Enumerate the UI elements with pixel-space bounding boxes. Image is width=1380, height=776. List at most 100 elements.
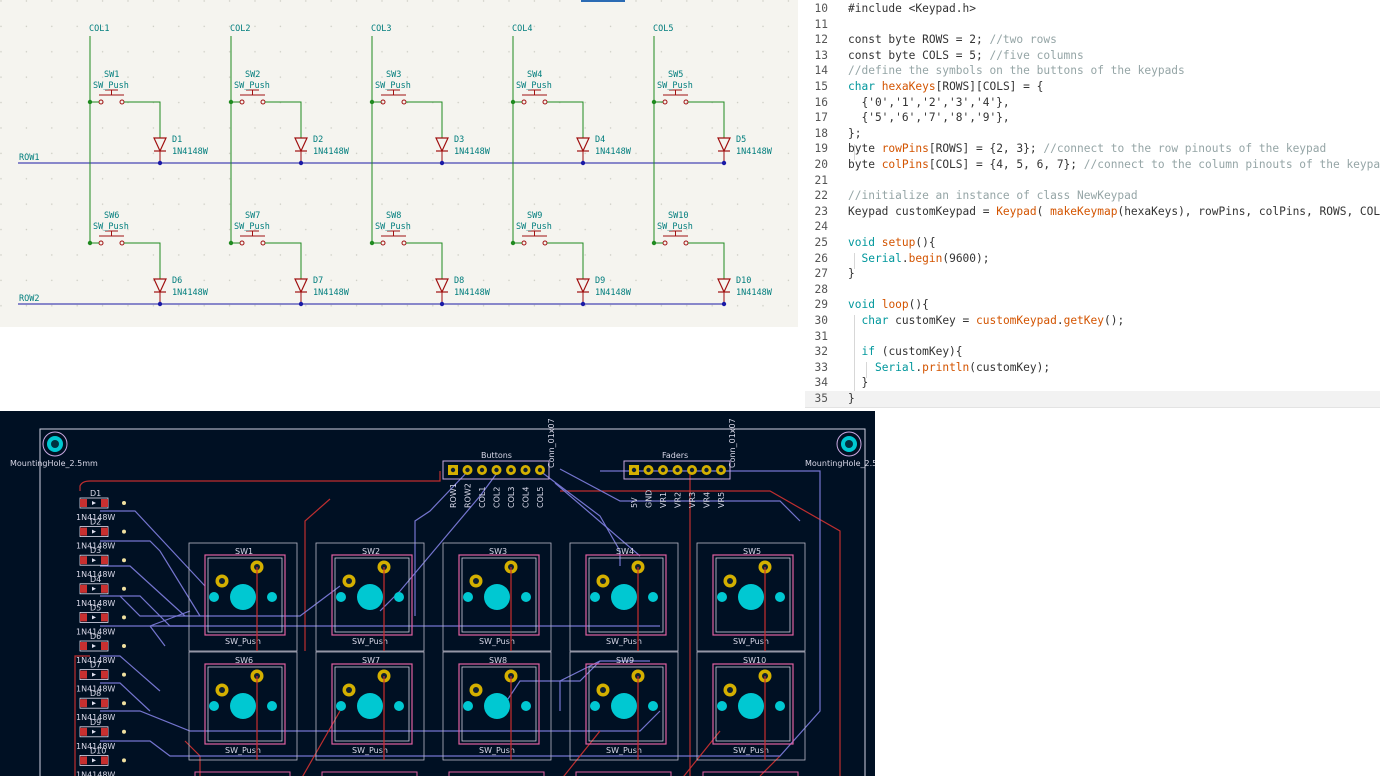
line-code[interactable]: void loop(){ [848, 297, 929, 313]
line-code[interactable]: {'0','1','2','3','4'}, [848, 95, 1009, 111]
code-line[interactable]: 24 [805, 219, 1380, 235]
code-line[interactable]: 30 char customKey = customKeypad.getKey(… [805, 313, 1380, 329]
via [122, 758, 126, 763]
line-code[interactable]: if (customKey){ [848, 344, 963, 360]
line-code[interactable]: }; [848, 126, 861, 142]
switch-ref-label: SW5 [668, 70, 683, 80]
switch-side-pad [717, 592, 727, 602]
line-code[interactable]: byte colPins[COLS] = {4, 5, 6, 7}; //con… [848, 157, 1380, 173]
diode-value-label: 1N4148W [76, 770, 115, 776]
line-code[interactable]: //define the symbols on the buttons of t… [848, 63, 1185, 79]
switch-ref-label: SW1 [235, 547, 253, 556]
line-code[interactable]: const byte COLS = 5; //five columns [848, 48, 1084, 64]
diode-value-label: 1N4148W [172, 147, 209, 157]
line-code[interactable]: byte rowPins[ROWS] = {2, 3}; //connect t… [848, 141, 1326, 157]
junction-dot [157, 160, 163, 166]
code-line[interactable]: 28 [805, 282, 1380, 298]
switch-ref-label: SW10 [668, 211, 688, 221]
switch-value-label: SW_Push [733, 746, 769, 755]
diode-ref-label: D9 [90, 718, 101, 727]
switch-ref-label: SW8 [489, 656, 507, 665]
code-line[interactable]: 16 {'0','1','2','3','4'}, [805, 95, 1380, 111]
code-line[interactable]: 32 if (customKey){ [805, 344, 1380, 360]
junction-dot [298, 160, 304, 166]
code-line[interactable]: 18}; [805, 126, 1380, 142]
line-code[interactable]: Keypad customKeypad = Keypad( makeKeymap… [848, 204, 1380, 220]
diode-value-label: 1N4148W [313, 147, 350, 157]
header-pin-label: COL1 [478, 487, 487, 508]
code-line[interactable]: 17 {'5','6','7','8','9'}, [805, 110, 1380, 126]
line-code[interactable]: } [848, 375, 868, 391]
header-pin-label: VR4 [703, 492, 712, 508]
code-line[interactable]: 21 [805, 173, 1380, 189]
diode-ref-label: D4 [90, 575, 101, 584]
diode-value-label: 1N4148W [76, 685, 115, 694]
switch-silk [331, 554, 413, 636]
line-number: 19 [814, 142, 828, 156]
diode-value-label: 1N4148W [313, 288, 350, 298]
line-code[interactable]: Serial.println(customKey); [848, 360, 1050, 376]
code-line[interactable]: 27} [805, 266, 1380, 282]
pcb-trace [302, 710, 341, 776]
code-line[interactable]: 33 Serial.println(customKey); [805, 360, 1380, 376]
diode-symbol [153, 137, 167, 153]
code-line[interactable]: 34 } [805, 375, 1380, 391]
diode-pad [80, 527, 87, 536]
pcb-trace [100, 565, 186, 617]
line-code[interactable]: //initialize an instance of class NewKey… [848, 188, 1138, 204]
line-code[interactable]: void setup(){ [848, 235, 936, 251]
switch-fab [588, 557, 664, 633]
pcb-trace [563, 730, 601, 776]
switch-ref-label: SW4 [616, 547, 634, 556]
pcb-trace [759, 755, 781, 776]
via [122, 729, 126, 734]
line-code[interactable]: } [848, 266, 855, 282]
code-line[interactable]: 31 [805, 329, 1380, 345]
switch-value-label: SW_Push [479, 746, 515, 755]
line-code[interactable]: char hexaKeys[ROWS][COLS] = { [848, 79, 1043, 95]
switch-silk [585, 663, 667, 745]
diode-symbol [294, 137, 308, 153]
code-line[interactable]: 11 [805, 17, 1380, 33]
code-line[interactable]: 19 byte rowPins[ROWS] = {2, 3}; //connect… [805, 141, 1380, 157]
code-line[interactable]: 22//initialize an instance of class NewK… [805, 188, 1380, 204]
junction-dot [157, 301, 163, 307]
line-code[interactable]: Serial.begin(9600); [848, 251, 989, 267]
switch-side-pad [775, 701, 785, 711]
diode-pad [101, 642, 108, 650]
pcb-trace [539, 470, 621, 566]
schematic-view[interactable]: ROW1ROW2COL1SW1SW_PushD11N4148WSW6SW_Pus… [0, 0, 798, 327]
diode-value-label: 1N4148W [736, 147, 773, 157]
code-line[interactable]: 10#include <Keypad.h> [805, 1, 1380, 17]
line-code[interactable]: } [848, 391, 855, 407]
line-number: 32 [814, 345, 828, 359]
code-token: (customKey){ [874, 345, 963, 359]
junction-dot [721, 301, 727, 307]
code-line[interactable]: 14//define the symbols on the buttons of… [805, 63, 1380, 79]
header-pin-label: ROW2 [464, 483, 473, 508]
diode-pad [80, 699, 87, 708]
code-line[interactable]: 26 Serial.begin(9600); [805, 251, 1380, 267]
mounting-hole-drill [845, 440, 853, 448]
line-code[interactable]: #include <Keypad.h> [848, 1, 976, 17]
line-number: 27 [814, 267, 828, 281]
diode-arrow-icon [92, 501, 96, 505]
code-line[interactable]: 35} [805, 391, 1380, 407]
diode-symbol [717, 278, 731, 294]
line-code[interactable]: const byte ROWS = 2; //two rows [848, 32, 1057, 48]
line-code[interactable]: char customKey = customKeypad.getKey(); [848, 313, 1124, 329]
code-token: byte [848, 158, 882, 171]
switch-courtyard [696, 542, 806, 652]
switch-courtyard [442, 651, 552, 761]
line-code[interactable]: {'5','6','7','8','9'}, [848, 110, 1009, 126]
wire [688, 242, 725, 279]
